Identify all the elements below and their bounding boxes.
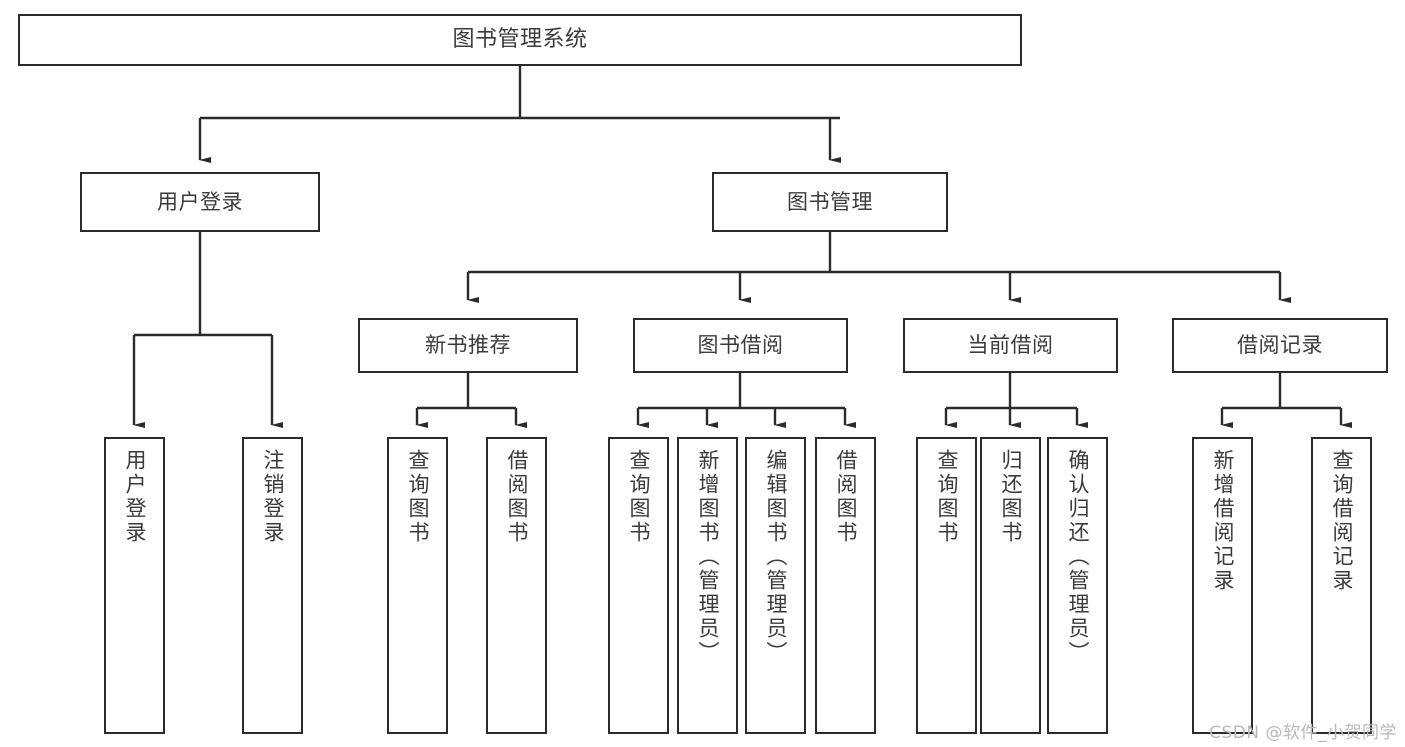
leaf-add-borrow-record[interactable]: 新增借阅记录 (1192, 437, 1253, 734)
leaf-query-borrow-record[interactable]: 查询借阅记录 (1311, 437, 1372, 734)
leaf-add-book-admin[interactable]: 新增图书（管理员） (677, 437, 738, 734)
leaf-user-login[interactable]: 用户登录 (104, 437, 165, 734)
leaf-query-book-current[interactable]: 查询图书 (916, 437, 977, 734)
node-label: 归还图书 (999, 449, 1023, 545)
leaf-return-book[interactable]: 归还图书 (980, 437, 1041, 734)
node-label: 注销登录 (261, 449, 285, 545)
node-label: 用户登录 (157, 189, 243, 214)
watermark: CSDN @软件_小贺同学 (1209, 723, 1397, 743)
leaf-query-book-recommend[interactable]: 查询图书 (387, 437, 448, 734)
node-label: 借阅图书 (834, 449, 858, 545)
node-borrow-records[interactable]: 借阅记录 (1172, 318, 1388, 373)
leaf-edit-book-admin[interactable]: 编辑图书（管理员） (745, 437, 806, 734)
node-label: 编辑图书（管理员） (764, 449, 788, 665)
node-label: 图书借阅 (697, 333, 784, 358)
node-label: 新书推荐 (425, 333, 511, 358)
node-label: 用户登录 (123, 449, 147, 545)
node-label: 新增图书（管理员） (696, 449, 720, 665)
leaf-borrow-book[interactable]: 借阅图书 (815, 437, 876, 734)
leaf-logout[interactable]: 注销登录 (242, 437, 303, 734)
leaf-query-book-borrow[interactable]: 查询图书 (608, 437, 669, 734)
node-new-book-recommend[interactable]: 新书推荐 (358, 318, 578, 373)
leaf-borrow-book-recommend[interactable]: 借阅图书 (486, 437, 547, 734)
node-user-login[interactable]: 用户登录 (80, 172, 320, 232)
leaf-confirm-return-admin[interactable]: 确认归还（管理员） (1047, 437, 1108, 734)
node-label: 查询借阅记录 (1330, 449, 1354, 593)
node-label: 查询图书 (627, 449, 651, 545)
node-book-management[interactable]: 图书管理 (712, 172, 948, 232)
node-label: 确认归还（管理员） (1066, 449, 1090, 665)
node-label: 查询图书 (935, 449, 959, 545)
node-label: 新增借阅记录 (1211, 449, 1235, 593)
node-label: 图书管理 (787, 189, 873, 214)
node-book-borrow[interactable]: 图书借阅 (633, 318, 848, 373)
node-label: 图书管理系统 (452, 27, 588, 53)
node-current-borrow[interactable]: 当前借阅 (903, 318, 1118, 373)
node-label: 借阅记录 (1237, 333, 1323, 358)
node-label: 当前借阅 (967, 333, 1054, 358)
node-root-system[interactable]: 图书管理系统 (18, 14, 1022, 66)
node-label: 借阅图书 (505, 449, 529, 545)
node-label: 查询图书 (406, 449, 430, 545)
